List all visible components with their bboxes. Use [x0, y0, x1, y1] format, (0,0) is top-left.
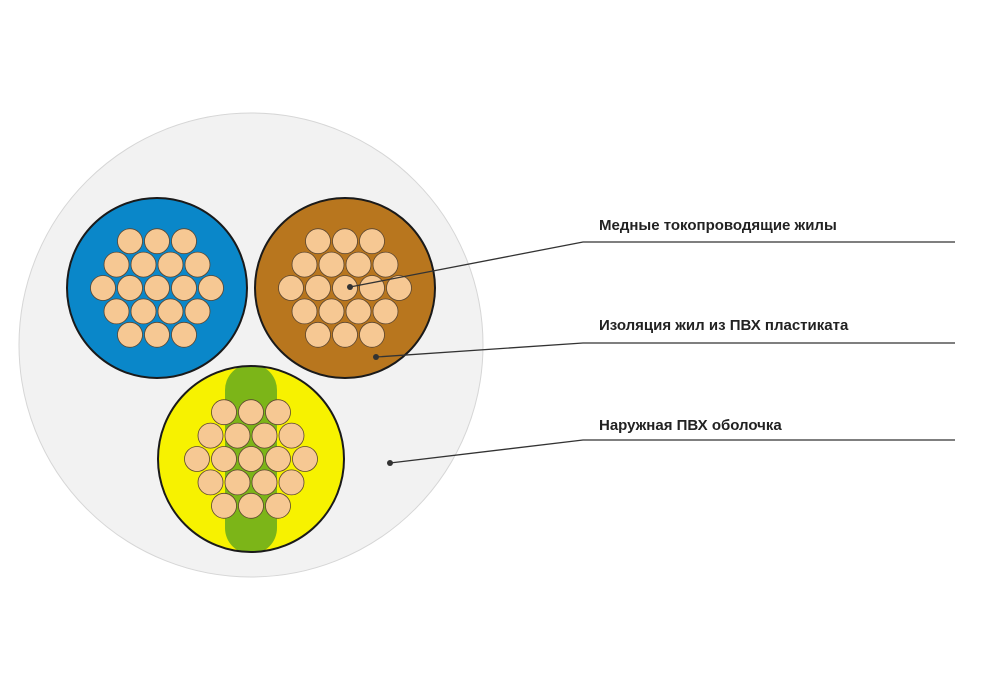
label-insulation: Изоляция жил из ПВХ пластиката [599, 317, 849, 334]
copper-strand [144, 321, 170, 348]
copper-strand [90, 275, 116, 301]
copper-strands [278, 228, 412, 348]
copper-strand [291, 251, 318, 278]
copper-strand [251, 422, 278, 449]
copper-strand [171, 275, 197, 301]
copper-strand [103, 251, 130, 278]
core-2 [254, 197, 436, 379]
copper-strand [251, 469, 278, 496]
core-outline [66, 197, 248, 379]
copper-strand [117, 228, 143, 255]
copper-strand [278, 422, 305, 449]
leader-line-insulation [375, 342, 955, 358]
copper-strand [305, 321, 331, 348]
copper-strand [184, 446, 210, 472]
copper-strand [292, 446, 318, 472]
copper-strand [211, 399, 237, 426]
copper-strand [265, 492, 291, 519]
copper-strand [332, 275, 358, 301]
copper-strand [184, 298, 211, 325]
copper-strand [386, 275, 412, 301]
copper-strand [372, 251, 399, 278]
copper-strand [130, 298, 157, 325]
copper-strand [238, 446, 264, 472]
copper-strand [372, 298, 399, 325]
copper-strand [198, 275, 224, 301]
copper-strand [318, 251, 345, 278]
copper-strand [291, 298, 318, 325]
leader-dot-insulation [373, 354, 379, 360]
copper-strand [305, 275, 331, 301]
copper-strand [332, 321, 358, 348]
core-1 [66, 197, 248, 379]
copper-strand [332, 228, 358, 255]
copper-strand [345, 298, 372, 325]
copper-strand [117, 321, 143, 348]
copper-strand [359, 228, 385, 255]
copper-strand [224, 469, 251, 496]
copper-strand [318, 298, 345, 325]
copper-strand [359, 275, 385, 301]
core-outline [254, 197, 436, 379]
copper-strand [278, 469, 305, 496]
cores-group [66, 197, 436, 553]
copper-strand [157, 298, 184, 325]
copper-strand [103, 298, 130, 325]
copper-strand [144, 275, 170, 301]
copper-strand [238, 492, 264, 519]
copper-strands [184, 399, 318, 519]
copper-strand [359, 321, 385, 348]
leader-dot-sheath [387, 460, 393, 466]
copper-strand [117, 275, 143, 301]
copper-strand [305, 228, 331, 255]
copper-strand [265, 399, 291, 426]
copper-strand [238, 399, 264, 426]
copper-strand [197, 422, 224, 449]
copper-strand [157, 251, 184, 278]
label-conductors: Медные токопроводящие жилы [599, 217, 837, 234]
copper-strand [211, 492, 237, 519]
copper-strand [130, 251, 157, 278]
leader-dot-conductors [347, 284, 353, 290]
copper-strand [171, 228, 197, 255]
leader-line-sheath [389, 439, 955, 464]
copper-strand [345, 251, 372, 278]
core-outline [157, 365, 345, 553]
copper-strand [224, 422, 251, 449]
copper-strands [90, 228, 224, 348]
label-sheath: Наружная ПВХ оболочка [599, 417, 782, 434]
copper-strand [171, 321, 197, 348]
leader-line-conductors [349, 241, 955, 288]
copper-strand [184, 251, 211, 278]
copper-strand [265, 446, 291, 472]
leader-lines [347, 241, 955, 466]
copper-strand [278, 275, 304, 301]
copper-strand [197, 469, 224, 496]
core-3 [157, 365, 345, 553]
copper-strand [211, 446, 237, 472]
copper-strand [144, 228, 170, 255]
